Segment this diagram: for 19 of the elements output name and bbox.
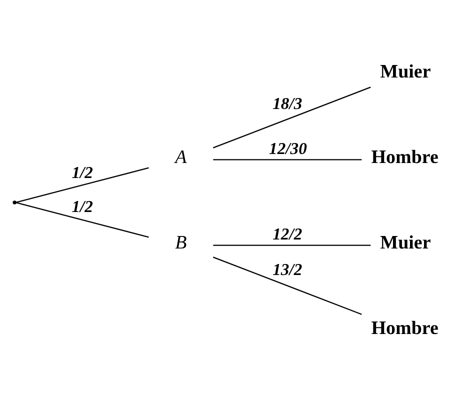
node-text: A [175, 147, 187, 168]
edge-label: 12/30 [269, 139, 307, 158]
connector [16, 167, 149, 204]
connector [16, 202, 149, 238]
edge-label: 1/2 [72, 197, 93, 216]
edge-label: 18/3 [272, 94, 302, 113]
connector [213, 244, 371, 246]
edge-label: 1/2 [72, 162, 93, 182]
node-text: Muier [380, 61, 431, 82]
node-text: Hombre [371, 318, 438, 340]
connector [213, 159, 362, 160]
edge-label: 13/2 [272, 260, 302, 280]
node-text: B [175, 232, 187, 254]
node-text: Hombre [371, 147, 438, 168]
edge-label: 12/2 [272, 224, 302, 244]
node-text: Muier [380, 232, 431, 254]
node-point [12, 200, 16, 204]
connector [212, 86, 371, 148]
connector [212, 256, 362, 315]
